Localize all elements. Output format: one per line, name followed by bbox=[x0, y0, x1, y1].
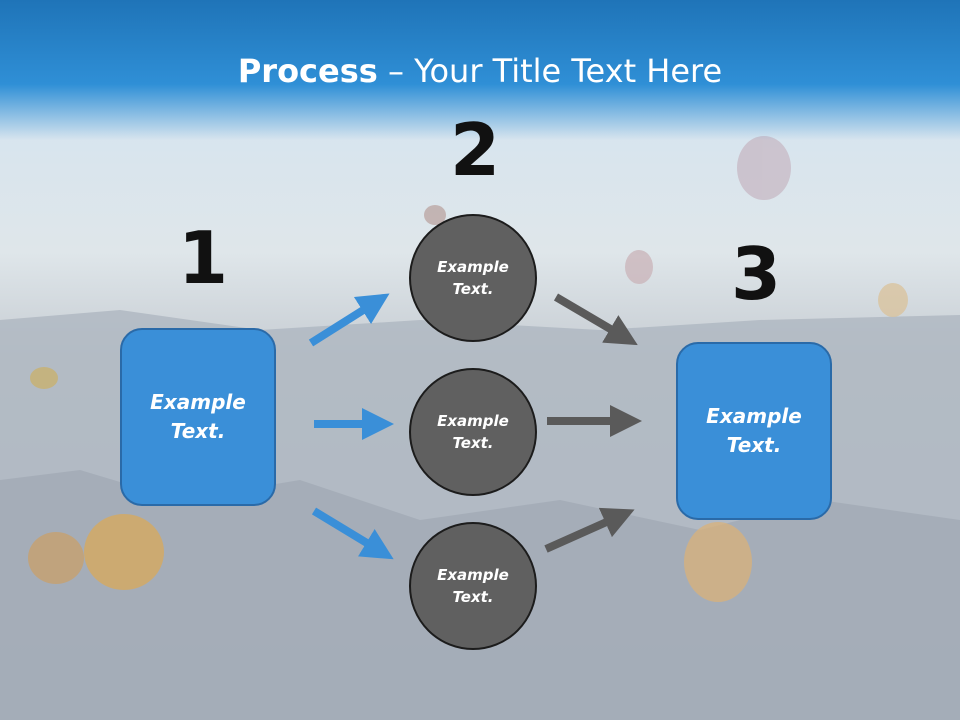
arrow-blue-down bbox=[311, 507, 394, 560]
circle-top: Example Text. bbox=[409, 214, 537, 342]
circle-middle: Example Text. bbox=[409, 368, 537, 496]
left-box-text: Example Text. bbox=[150, 390, 246, 443]
title-bar bbox=[0, 0, 960, 140]
arrow-gray-down bbox=[553, 293, 638, 346]
circle-middle-text: Example Text. bbox=[437, 411, 509, 453]
circle-bottom: Example Text. bbox=[409, 522, 537, 650]
title-rest: – Your Title Text Here bbox=[377, 52, 723, 90]
slide-title: Process – Your Title Text Here bbox=[0, 52, 960, 90]
left-box: Example Text. bbox=[120, 328, 276, 506]
step-number-1: 1 bbox=[178, 216, 229, 300]
arrow-blue-up bbox=[308, 293, 390, 347]
right-box-text: Example Text. bbox=[706, 404, 802, 457]
step-number-3: 3 bbox=[731, 232, 782, 316]
step-number-2: 2 bbox=[450, 108, 501, 192]
circle-bottom-text: Example Text. bbox=[437, 565, 509, 607]
arrow-gray-up bbox=[544, 507, 635, 553]
balloon-decorations bbox=[28, 136, 908, 602]
circle-top-text: Example Text. bbox=[437, 257, 509, 299]
right-box: Example Text. bbox=[676, 342, 832, 520]
title-bold: Process bbox=[237, 52, 378, 90]
